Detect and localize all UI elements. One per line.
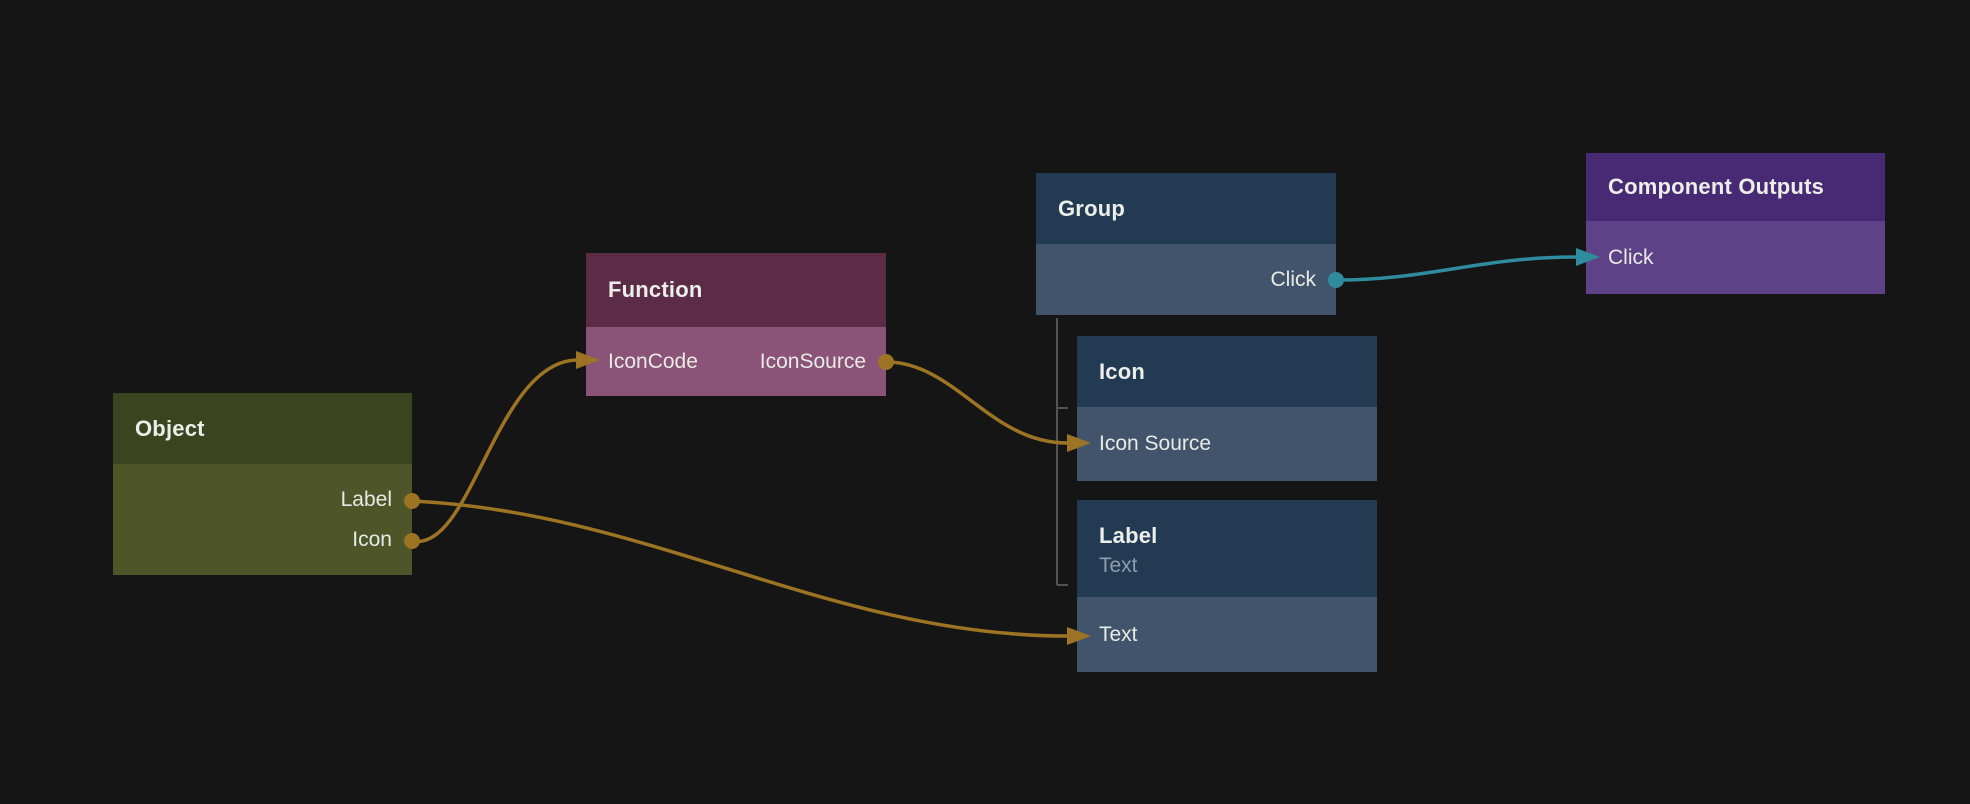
node-function-body: IconCode IconSource [586, 327, 886, 396]
input-port-click-text: Click [1608, 245, 1654, 269]
node-group-header: Group [1036, 173, 1336, 244]
function-port-row: IconCode IconSource [586, 342, 886, 382]
node-component-outputs-body: Click [1586, 221, 1885, 294]
output-port-icon-text: Icon [352, 527, 392, 551]
input-port-iconcode[interactable]: IconCode [608, 349, 698, 373]
input-port-text-label: Text [1099, 622, 1138, 646]
node-component-outputs[interactable]: Component Outputs Click [1586, 153, 1885, 294]
node-object[interactable]: Object Label Icon [113, 393, 412, 575]
node-icon-title: Icon [1099, 358, 1146, 384]
edge-object-label-to-label-text[interactable] [410, 499, 1069, 638]
node-function[interactable]: Function IconCode IconSource [586, 253, 886, 396]
node-component-outputs-header: Component Outputs [1586, 153, 1885, 221]
node-icon[interactable]: Icon Icon Source [1077, 336, 1377, 481]
node-label[interactable]: Label Text Text [1077, 500, 1377, 672]
node-label-subtitle: Text [1099, 554, 1138, 577]
node-object-title: Object [135, 415, 205, 441]
node-function-title: Function [608, 277, 703, 302]
node-icon-body: Icon Source [1077, 407, 1377, 481]
node-label-title: Label [1099, 523, 1158, 548]
port-dot-object-label[interactable] [404, 493, 420, 509]
node-label-header: Label Text [1077, 500, 1377, 597]
arrowhead-label-text [1067, 627, 1091, 645]
node-object-body: Label Icon [113, 464, 412, 575]
edge-object-icon-to-function-iconcode[interactable] [410, 358, 578, 544]
node-object-header: Object [113, 393, 412, 464]
output-port-click-text: Click [1270, 267, 1317, 291]
node-component-outputs-title: Component Outputs [1608, 174, 1825, 199]
input-port-icon-source-text: Icon Source [1099, 432, 1212, 455]
port-dot-group-click[interactable] [1328, 272, 1344, 288]
node-group-body: Click [1036, 244, 1336, 315]
output-port-click[interactable]: Click [1036, 260, 1336, 300]
node-label-body: Text [1077, 597, 1377, 672]
arrowhead-function-iconcode [576, 351, 600, 369]
output-port-label-text: Label [340, 487, 392, 511]
input-port-click[interactable]: Click [1586, 238, 1885, 278]
input-port-icon-source[interactable]: Icon Source [1077, 424, 1377, 464]
edge-function-iconsource-to-icon-iconsource[interactable] [884, 360, 1069, 445]
group-children-bracket [1056, 318, 1068, 586]
node-icon-header: Icon [1077, 336, 1377, 407]
arrowhead-component-outputs-click [1576, 248, 1600, 266]
port-dot-object-icon[interactable] [404, 533, 420, 549]
port-dot-function-iconsource[interactable] [878, 354, 894, 370]
edge-group-click-to-component-outputs-click[interactable] [1334, 255, 1578, 282]
node-group-title: Group [1058, 195, 1125, 221]
node-function-header: Function [586, 253, 886, 327]
output-port-icon[interactable]: Icon [113, 520, 412, 560]
input-port-text[interactable]: Text [1077, 615, 1377, 655]
output-port-label[interactable]: Label [113, 480, 412, 520]
node-group[interactable]: Group Click [1036, 173, 1336, 315]
arrowhead-icon-iconsource [1067, 434, 1091, 452]
output-port-iconsource[interactable]: IconSource [759, 349, 866, 373]
